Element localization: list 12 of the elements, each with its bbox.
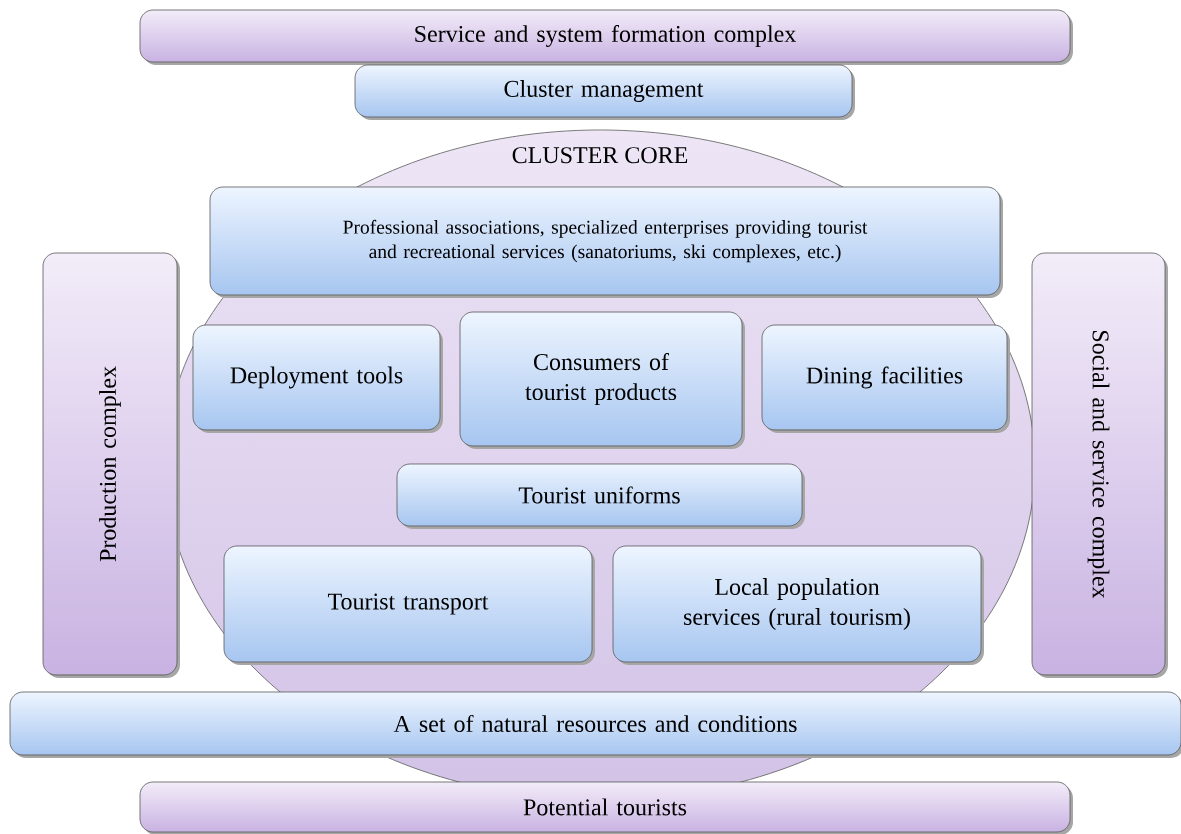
- label-box: Production complex: [42, 252, 180, 678]
- label-box: Tourist transport: [223, 545, 595, 665]
- label-box: Local population services (rural tourism): [612, 545, 984, 665]
- label-box: Dining facilities: [761, 324, 1010, 433]
- label-box: Social and service complex: [1031, 252, 1168, 678]
- label-box: Professional associations, specialized enterprises providing tourist and recreational services (sanatoriums, ski complexes, etc.): [209, 186, 1003, 298]
- label-box: Deployment tools: [192, 324, 443, 433]
- label-box: Consumers of tourist products: [459, 311, 745, 449]
- label-box: Potential tourists: [139, 781, 1073, 834]
- label-box: Tourist uniforms: [396, 463, 805, 529]
- label-box: Cluster management: [354, 64, 855, 120]
- label-box: A set of natural resources and conditions: [9, 691, 1181, 758]
